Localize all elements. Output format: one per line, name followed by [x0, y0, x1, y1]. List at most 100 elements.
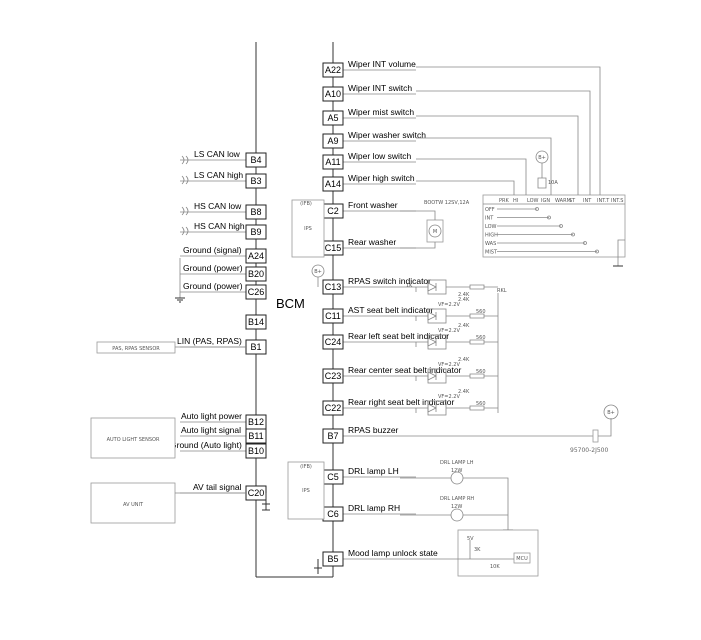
drl-rh-lamp-icon [450, 508, 464, 522]
washer-motor-icon [428, 224, 442, 238]
pin-box [322, 308, 344, 324]
right-pin-label: Mood lamp unlock state [348, 548, 438, 558]
pin-id: A14 [325, 179, 341, 189]
left-pin-b10: Ground (Auto light) B10 [170, 440, 267, 459]
pin-id: C24 [325, 337, 342, 347]
pin-box [245, 443, 267, 459]
ips-top-box [291, 199, 325, 258]
r560-label: 560 [476, 401, 486, 407]
right-pin-label: Wiper washer switch [348, 130, 426, 140]
pin-box [245, 224, 267, 240]
switch-header: PRK [499, 198, 509, 204]
left-pin-b14: B14 [245, 314, 267, 330]
vf-label: VF=2.2V [438, 362, 460, 368]
pin-box [245, 314, 267, 330]
r24k-label: 2.4K [458, 323, 470, 329]
pin-box [245, 204, 267, 220]
pin-id: A10 [325, 89, 341, 99]
pin-id: C13 [325, 282, 342, 292]
left-pin-label: LIN (PAS, RPAS) [177, 336, 242, 346]
right-pin-label: AST seat belt indicator [348, 305, 434, 315]
r560-label: 560 [476, 309, 486, 315]
right-pin-a10: A10 Wiper INT switch [322, 83, 416, 102]
can-ls-twist-icon [181, 155, 189, 236]
drl-rh-watt: 12W [451, 504, 462, 510]
left-pin-b20: Ground (power)B20 [180, 263, 267, 282]
bplus-rpas-label: B+ [314, 269, 322, 275]
switch-header: HI [513, 198, 518, 204]
ifb-top-label: (IFB) [300, 201, 312, 207]
right-pin-label: Wiper mist switch [348, 107, 414, 117]
switch-row-label: INT [485, 216, 494, 222]
right-pin-label: RPAS buzzer [348, 425, 399, 435]
pin-id: B10 [248, 446, 264, 456]
pin-id: B11 [248, 431, 263, 441]
switch-header: INT [583, 198, 592, 204]
switch-header: INT.S [611, 198, 623, 204]
switch-row-label: WAS [485, 241, 496, 247]
pin-id: A5 [327, 113, 338, 123]
pin-id: A11 [325, 157, 340, 167]
right-pin-label: DRL lamp RH [348, 503, 400, 513]
r24k-label: 2.4K [458, 292, 470, 298]
buzzer-part-number: 95700-2J500 [570, 447, 608, 454]
right-pin-label: RPAS switch indicator [348, 276, 431, 286]
right-pin-c13: C13 RPAS switch indicator [322, 276, 431, 295]
pin-id: B5 [327, 554, 338, 564]
left-pin-a24: Ground (signal)A24 [180, 245, 267, 264]
pin-box [322, 62, 344, 78]
bplus-buzzer-label: B+ [607, 410, 615, 416]
wiper-switch-wires [416, 66, 601, 195]
right-pin-label: Wiper low switch [348, 151, 412, 161]
switch-header: ST [569, 198, 576, 204]
indicator-circuit: 2.4K [415, 279, 498, 298]
right-pin-label: Wiper INT switch [348, 83, 412, 93]
rpas-buzzer-icon [592, 429, 599, 443]
switch-header: INT.T [597, 198, 610, 204]
r24k-label: 2.4K [458, 357, 470, 363]
switch-header: LOW [527, 198, 539, 204]
pin-id: A24 [248, 251, 264, 261]
pin-box [322, 368, 344, 384]
switch-row-label: OFF [485, 207, 495, 213]
left-pin-label: Ground (Auto light) [170, 440, 242, 450]
pin-box [245, 284, 267, 300]
pin-id: B8 [250, 207, 261, 217]
transistor-mood-icon [314, 559, 322, 574]
drl-lh-label: DRL LAMP LH [440, 460, 474, 466]
pin-id: A9 [327, 136, 338, 146]
pas-rpas-sensor-label: PAS, RPAS SENSOR [112, 346, 160, 352]
bplus-buzzer-icon [603, 404, 619, 420]
pin-box [322, 110, 344, 126]
right-pin-b5: B5 Mood lamp unlock state [322, 548, 438, 567]
washer-motor-wires [400, 210, 436, 249]
pin-box [245, 173, 267, 189]
switch-header: IGN [541, 198, 550, 204]
vf-label: VF=2.2V [438, 394, 460, 400]
pin-box [322, 86, 344, 102]
left-pin-c26: Ground (power)C26 [180, 281, 267, 300]
switch-table-ground-wire [617, 239, 625, 266]
pin-id: B1 [250, 342, 261, 352]
pin-id: C11 [325, 311, 341, 321]
right-pin-a11: A11 Wiper low switch [322, 151, 416, 170]
pin-id: B14 [248, 317, 264, 327]
auto-light-sensor-label: AUTO LIGHT SENSOR [107, 437, 160, 443]
mcu-label: MCU [516, 556, 528, 562]
pin-id: C6 [327, 509, 339, 519]
pin-box [322, 400, 344, 416]
pin-id: B20 [248, 269, 264, 279]
switch-header: WARM [555, 198, 571, 204]
